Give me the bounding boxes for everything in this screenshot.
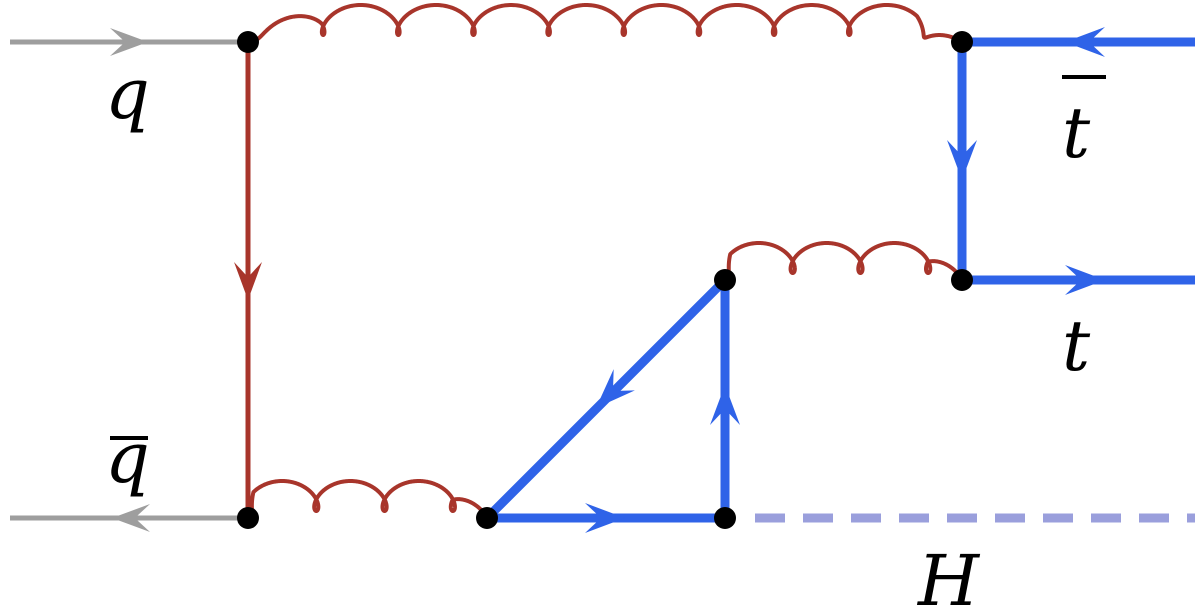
arrow-qbar <box>112 504 150 532</box>
label-t: t <box>1062 305 1091 387</box>
vertex-dot <box>237 31 259 53</box>
arrow-tbar <box>1065 27 1105 57</box>
label-qbar-group: q <box>105 417 150 499</box>
label-q: q <box>105 53 150 135</box>
gluon-top <box>246 3 964 44</box>
gluon-middle-right <box>723 241 964 282</box>
arrow-loop-diagonal <box>596 369 635 408</box>
vertex-dot <box>237 507 259 529</box>
vertex-dot <box>476 507 498 529</box>
label-qbar: q <box>105 417 150 499</box>
arrow-quark-propagator <box>234 262 262 300</box>
gluon-bottom-left <box>246 479 489 520</box>
bar-over-qbar <box>110 436 148 440</box>
arrow-t <box>1065 265 1105 295</box>
label-tbar: t <box>1062 92 1091 174</box>
arrow-loop-vertical <box>710 385 740 425</box>
label-H: H <box>916 540 981 612</box>
vertex-dot <box>714 269 736 291</box>
vertex-dot <box>951 269 973 291</box>
arrow-top-propagator <box>947 140 977 180</box>
arrow-loop-bottom <box>585 503 625 533</box>
arrow-q <box>110 28 148 56</box>
vertex-dot <box>951 31 973 53</box>
label-tbar-group: t <box>1062 75 1106 174</box>
vertex-dot <box>714 507 736 529</box>
bar-over-tbar <box>1062 75 1106 79</box>
